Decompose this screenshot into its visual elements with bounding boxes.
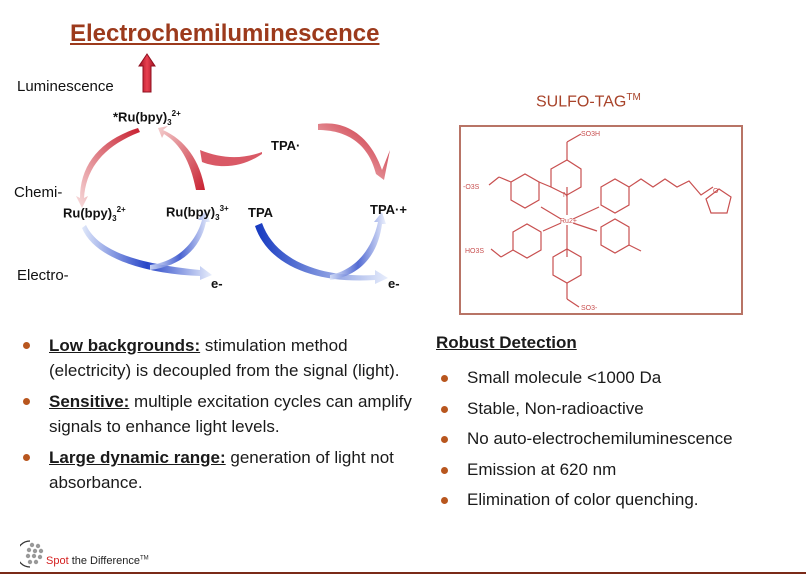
- list-item: Small molecule <1000 Da: [441, 363, 733, 394]
- svg-text:N: N: [563, 192, 568, 199]
- list-item: Sensitive: multiple excitation cycles ca…: [23, 389, 419, 439]
- svg-text:SO3H: SO3H: [581, 131, 600, 138]
- spot-logo-icon: [20, 540, 44, 568]
- molecule-drawing: Ru2+ SO3H -O3S HO3S SO3- N O: [463, 131, 732, 312]
- arrow-tpa-radical-merge: [200, 150, 262, 167]
- sulfo-tag-structure: Ru2+ SO3H -O3S HO3S SO3- N O: [459, 125, 743, 315]
- electron-label: e-: [388, 276, 400, 291]
- list-item: Elimination of color quenching.: [441, 485, 733, 516]
- arrow-tpa-cation-to-radical: [318, 123, 390, 180]
- bullet-icon: [441, 436, 448, 443]
- chemi-label: Chemi-: [14, 184, 63, 201]
- bullet-icon: [441, 405, 448, 413]
- list-item: Stable, Non-radioactive: [441, 394, 733, 425]
- tpa-cation-label: TPA·+: [370, 202, 407, 217]
- luminescence-up-arrow: [138, 53, 156, 93]
- list-item: No auto-electrochemiluminescence: [441, 424, 733, 455]
- ecl-diagram: [76, 53, 390, 284]
- list-item: Emission at 620 nm: [441, 455, 733, 486]
- electron-label: e-: [211, 276, 223, 291]
- svg-text:SO3-: SO3-: [581, 305, 598, 312]
- svg-text:-O3S: -O3S: [463, 184, 480, 191]
- arrow-ru3-to-excited: [158, 126, 205, 190]
- bullet-icon: [23, 398, 30, 405]
- arrow-tpa-to-e: [255, 223, 388, 284]
- robust-detection-heading: Robust Detection: [436, 333, 577, 352]
- slide-title: Electrochemiluminescence: [70, 20, 380, 47]
- bullet-icon: [23, 342, 30, 349]
- bullet-icon: [441, 375, 448, 382]
- list-item: Large dynamic range: generation of light…: [23, 445, 419, 495]
- sulfo-tag-heading: SULFO-TAGTM: [536, 92, 641, 111]
- arrow-excited-to-ru2: [76, 128, 140, 208]
- footer-divider: [0, 572, 806, 574]
- ecl-benefits-list: Low backgrounds: stimulation method (ele…: [23, 333, 419, 501]
- ru-center-label: Ru2+: [560, 218, 577, 225]
- footer-logo-text: Spot the DifferenceTM: [46, 555, 149, 567]
- arrow-e-to-tpa-cation: [330, 212, 386, 280]
- bullet-icon: [441, 497, 448, 504]
- tpa-label: TPA: [248, 205, 274, 220]
- list-item: Low backgrounds: stimulation method (ele…: [23, 333, 419, 383]
- excited-ru-label: *Ru(bpy)32+: [113, 109, 181, 127]
- svg-text:HO3S: HO3S: [465, 248, 484, 255]
- ru3-label: Ru(bpy)33+: [166, 204, 229, 222]
- arrow-ru2-to-e: [82, 225, 212, 280]
- robust-detection-list: Small molecule <1000 Da Stable, Non-radi…: [441, 363, 733, 516]
- tpa-radical-label: TPA·: [271, 138, 301, 153]
- luminescence-label: Luminescence: [17, 78, 114, 95]
- ru2-label: Ru(bpy)32+: [63, 205, 126, 223]
- arrow-e-to-ru3: [150, 210, 210, 270]
- bullet-icon: [23, 454, 30, 461]
- electro-label: Electro-: [17, 267, 69, 284]
- svg-text:O: O: [713, 188, 719, 195]
- bullet-icon: [441, 466, 448, 474]
